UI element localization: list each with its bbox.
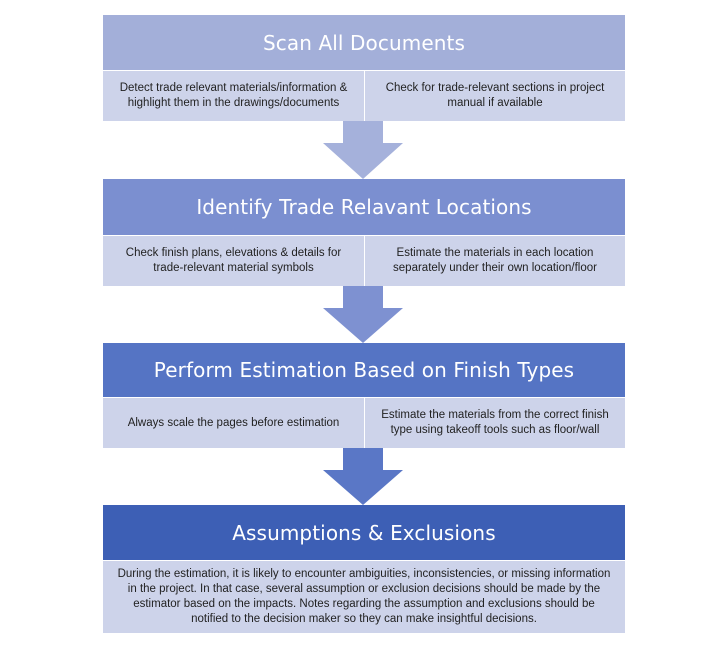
step-4-details: During the estimation, it is likely to e… [103,560,625,633]
flow-arrow-2 [323,286,403,343]
step-2-details: Check finish plans, elevations & details… [103,235,625,286]
step-1-title: Scan All Documents [103,15,625,70]
step-1-details: Detect trade relevant materials/informat… [103,70,625,121]
step-2-block: Identify Trade Relavant Locations Check … [103,179,625,286]
step-3-detail-2: Estimate the materials from the correct … [364,398,625,448]
step-2-title: Identify Trade Relavant Locations [103,179,625,235]
flow-arrow-3 [323,448,403,505]
step-3-detail-1: Always scale the pages before estimation [127,416,340,429]
step-4-detail-1: During the estimation, it is likely to e… [117,568,611,625]
step-1-detail-1: Detect trade relevant materials/informat… [119,82,348,109]
step-3-title: Perform Estimation Based on Finish Types [103,343,625,397]
step-2-detail-2: Estimate the materials in each location … [364,236,625,286]
step-4-block: Assumptions & Exclusions During the esti… [103,505,625,633]
step-2-detail-1: Check finish plans, elevations & details… [125,247,342,274]
step-3-details: Always scale the pages before estimation… [103,397,625,448]
step-3-block: Perform Estimation Based on Finish Types… [103,343,625,448]
step-1-detail-2: Check for trade-relevant sections in pro… [364,71,625,121]
step-4-title: Assumptions & Exclusions [103,505,625,560]
step-1-block: Scan All Documents Detect trade relevant… [103,15,625,121]
flow-arrow-1 [323,121,403,179]
